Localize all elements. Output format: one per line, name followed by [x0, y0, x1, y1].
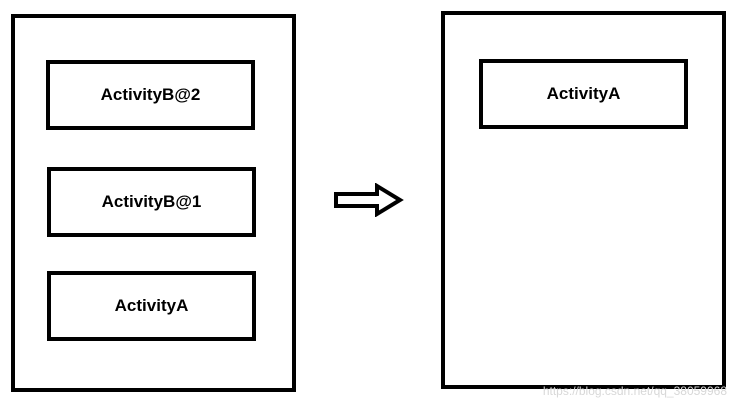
activity-box: ActivityA: [47, 271, 256, 341]
activity-box: ActivityA: [479, 59, 688, 129]
watermark-text: https://blog.csdn.net/qq_38059968: [542, 384, 727, 398]
activity-box: ActivityB@2: [46, 60, 255, 130]
right-arrow-icon: [334, 183, 404, 217]
activity-box: ActivityB@1: [47, 167, 256, 237]
